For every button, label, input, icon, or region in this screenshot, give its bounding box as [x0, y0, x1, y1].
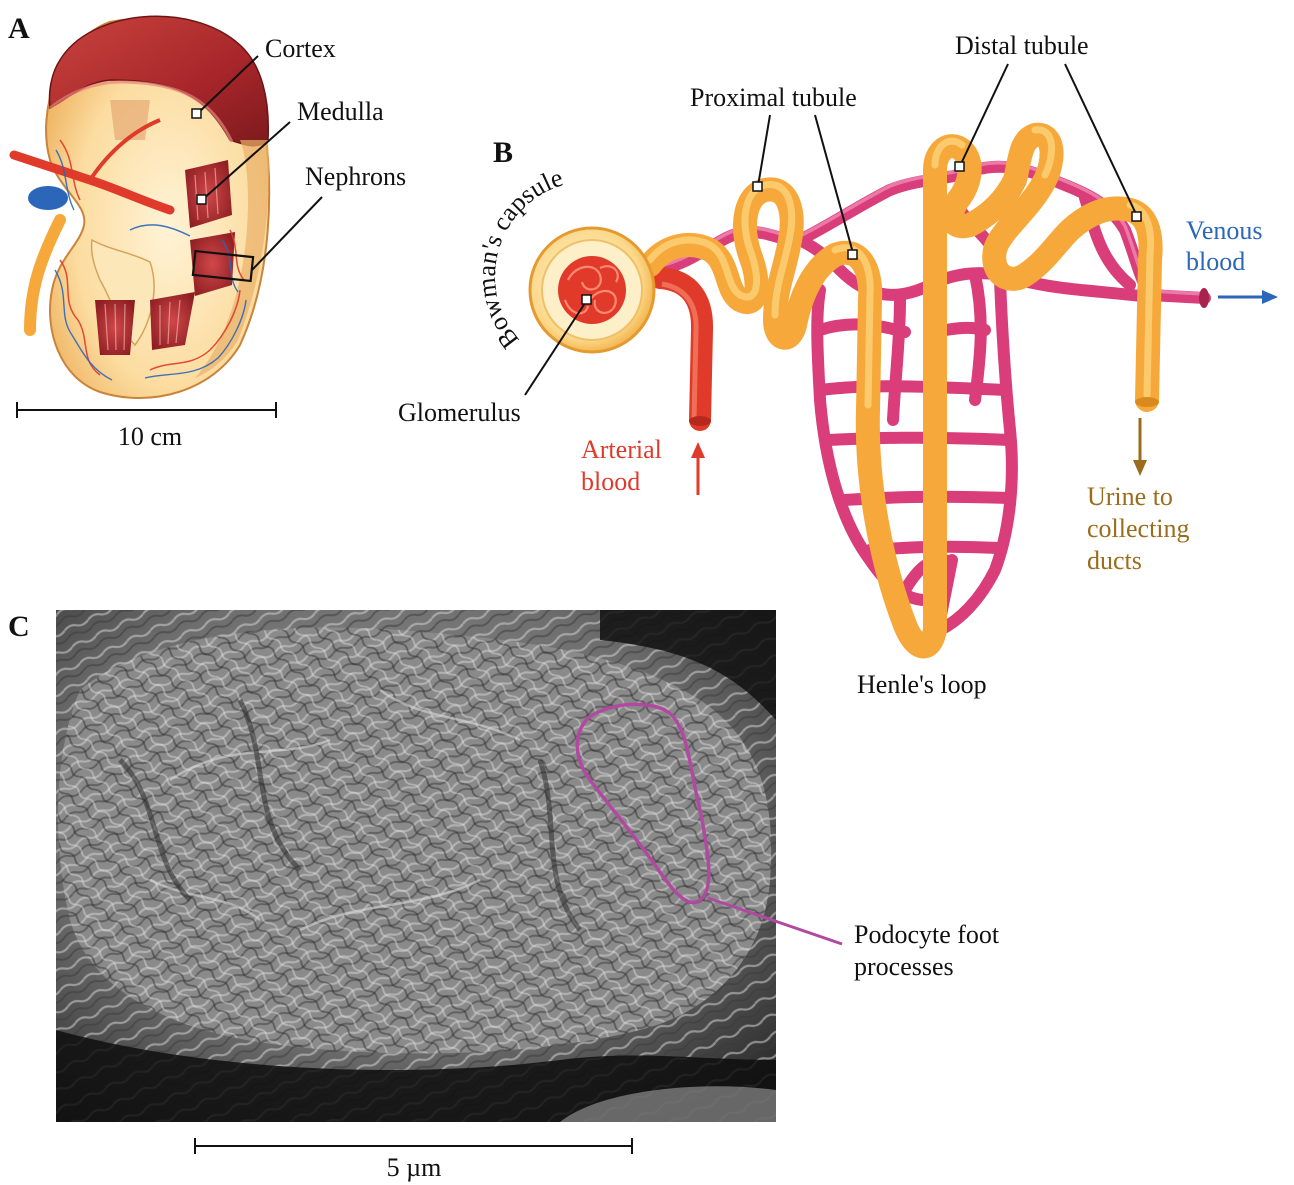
scale-bar-a — [17, 402, 276, 418]
arterial-arrow-icon — [691, 442, 705, 495]
glomerulus-label: Glomerulus — [398, 398, 521, 427]
urine-arrow-icon — [1133, 418, 1147, 476]
podocyte-label-line2: processes — [854, 952, 954, 981]
distal-marker-1 — [955, 162, 964, 171]
urine-label-line2: collecting — [1087, 514, 1190, 543]
panel-a-letter: A — [8, 12, 30, 45]
urine-label-line1: Urine to — [1087, 482, 1173, 511]
proximal-leader-1 — [758, 115, 770, 186]
panel-b-letter: B — [493, 136, 513, 169]
proximal-marker-1 — [753, 182, 762, 191]
glomerulus — [558, 256, 626, 324]
proximal-tubule-label: Proximal tubule — [690, 83, 857, 112]
cortex-marker — [192, 109, 201, 118]
kidney-illustration — [14, 16, 269, 398]
henles-loop-label: Henle's loop — [857, 670, 987, 699]
distal-leader-1 — [960, 64, 1008, 166]
arterial-blood-label-line2: blood — [581, 467, 640, 496]
glomerulus-marker — [582, 295, 591, 304]
scale-bar-c — [195, 1138, 632, 1154]
venous-blood-label-line1: Venous — [1186, 216, 1263, 245]
scale-label-c: 5 µm — [387, 1153, 442, 1182]
distal-tubule-label: Distal tubule — [955, 31, 1089, 60]
panel-c-letter: C — [8, 610, 30, 643]
cortex-label: Cortex — [265, 34, 336, 63]
distal-marker-2 — [1132, 212, 1141, 221]
proximal-marker-2 — [848, 250, 857, 259]
sem-micrograph — [56, 610, 776, 1122]
nephrons-label: Nephrons — [305, 162, 406, 191]
scale-label-a: 10 cm — [118, 422, 182, 451]
venous-arrow-icon — [1218, 290, 1278, 304]
arterial-blood-label-line1: Arterial — [581, 435, 662, 464]
renal-vein — [28, 186, 68, 210]
medulla-label: Medulla — [297, 97, 384, 126]
medulla-marker — [197, 195, 206, 204]
podocyte-label-line1: Podocyte foot — [854, 920, 1000, 949]
venous-blood-label-line2: blood — [1186, 247, 1245, 276]
urine-label-line3: ducts — [1087, 546, 1142, 575]
